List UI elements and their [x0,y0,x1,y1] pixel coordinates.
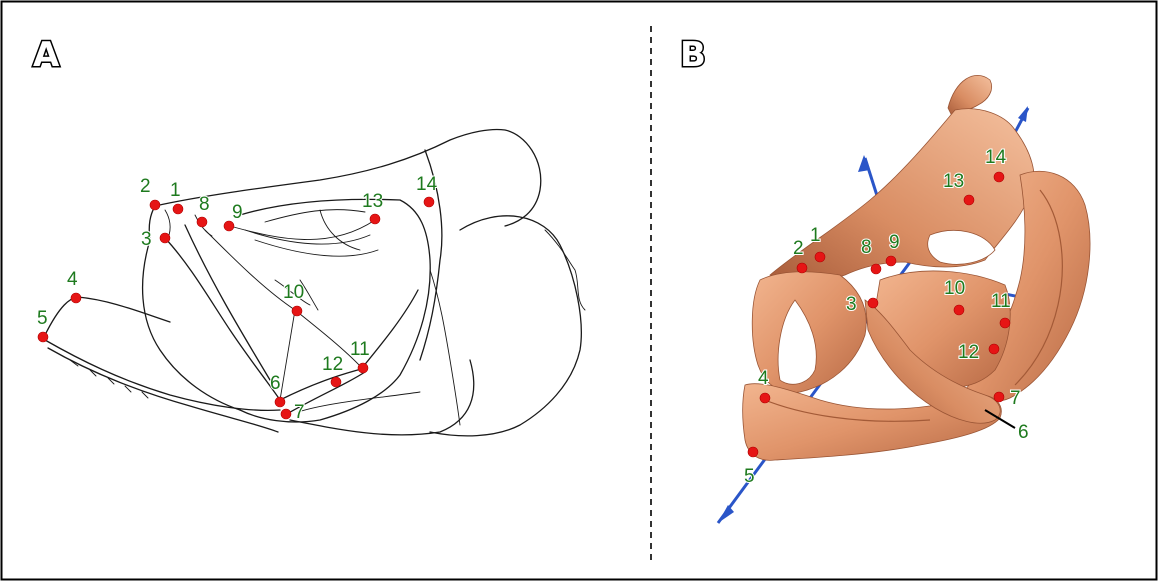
landmark-a-6-label: 6 [270,373,281,394]
landmark-a-13-dot [370,214,380,224]
landmark-b-10-dot [954,305,964,315]
landmark-b-12-label: 12 [958,342,979,363]
landmark-a-7-dot [281,409,291,419]
landmark-a-10-label: 10 [283,282,304,303]
landmark-a-8-dot [197,217,207,227]
panel-b-skull-render [718,75,1090,523]
axis-arrowhead-upper-right [1018,106,1028,122]
landmark-b-14-label: 14 [985,147,1007,168]
landmark-b-14-dot [994,172,1004,182]
landmark-a-4-dot [71,293,81,303]
landmark-b-3-dot [868,298,878,308]
landmark-a-2-label: 2 [140,176,151,197]
landmark-a-10-dot [292,306,302,316]
landmark-a-7-label: 7 [294,402,305,423]
landmark-b-9-label: 9 [889,232,900,253]
landmark-b-11-label: 11 [991,291,1011,312]
landmark-a-9-label: 9 [232,202,243,223]
landmark-a-6-dot [275,397,285,407]
landmark-a-1-dot [173,204,183,214]
landmark-b-2-label: 2 [793,238,804,259]
panel-b-label: B [680,35,706,75]
landmark-b-11-dot [1000,318,1010,328]
panel-a-skull-drawing [45,129,585,435]
landmark-b-12-dot [989,344,999,354]
landmark-b-2-dot [797,263,807,273]
landmark-b-1-dot [815,252,825,262]
landmark-b-10-label: 10 [944,278,965,299]
landmark-a-14-dot [424,197,434,207]
landmark-a-11-label: 11 [350,339,370,360]
axis-arrowhead-lower [718,505,734,523]
landmark-b-8-label: 8 [861,237,872,258]
landmark-a-5-dot [38,332,48,342]
landmark-b-5-label: 5 [744,466,755,487]
panel-a-landmarks: 1 2 3 4 5 6 7 8 9 10 11 12 13 14 [37,174,438,423]
landmark-a-3-label: 3 [141,229,152,250]
landmark-a-14-label: 14 [416,174,438,195]
landmark-b-13-label: 13 [943,171,964,192]
landmark-b-8-dot [871,264,881,274]
landmark-a-5-label: 5 [37,308,48,329]
landmark-b-6-label: 6 [1018,422,1029,443]
landmark-b-4-label: 4 [758,368,769,389]
landmark-a-12-label: 12 [322,354,343,375]
landmark-b-4-dot [760,393,770,403]
landmark-b-1-label: 1 [810,225,821,246]
landmark-b-6-dot [994,392,1004,402]
landmark-b-9-dot [886,256,896,266]
landmark-a-1-label: 1 [170,180,181,201]
landmark-a-12-dot [331,377,341,387]
landmark-a-4-label: 4 [67,269,78,290]
landmark-b-3-label: 3 [846,294,857,315]
landmark-a-8-label: 8 [199,194,210,215]
landmark-b-13-dot [964,195,974,205]
landmark-a-13-label: 13 [362,191,383,212]
landmark-b-5-dot [748,447,758,457]
landmark-a-3-dot [160,233,170,243]
panel-a-label: A [33,35,60,75]
landmark-a-2-dot [150,200,160,210]
landmark-b-7-label: 7 [1010,388,1021,409]
skull-neurocranium [770,109,1034,282]
landmark-a-11-dot [358,363,368,373]
